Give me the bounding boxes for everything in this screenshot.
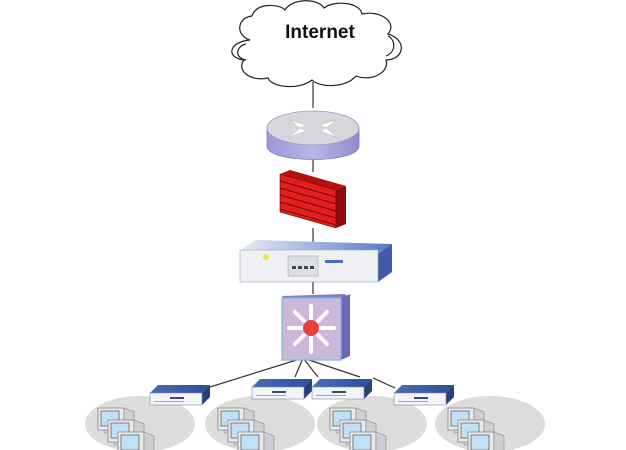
internet-label: Internet [285, 22, 355, 43]
link-core-access2 [294, 357, 304, 378]
access-switch-4-icon [393, 384, 455, 406]
workgroup-4 [435, 396, 545, 450]
access-switch-3-icon [311, 378, 373, 400]
link-core-access4a [302, 357, 361, 378]
link-core-access4b [372, 377, 396, 389]
link-core-access1 [209, 357, 304, 388]
link-core-access3 [302, 357, 319, 378]
internet-cloud [231, 0, 402, 88]
server-appliance-icon [239, 240, 392, 283]
links [209, 82, 396, 389]
firewall-icon [279, 170, 346, 229]
workgroup-2 [205, 396, 315, 450]
core-switch-icon [281, 294, 350, 361]
access-switch-1-icon [149, 384, 211, 406]
access-switch-2-icon [251, 378, 313, 400]
router-icon [266, 110, 360, 160]
